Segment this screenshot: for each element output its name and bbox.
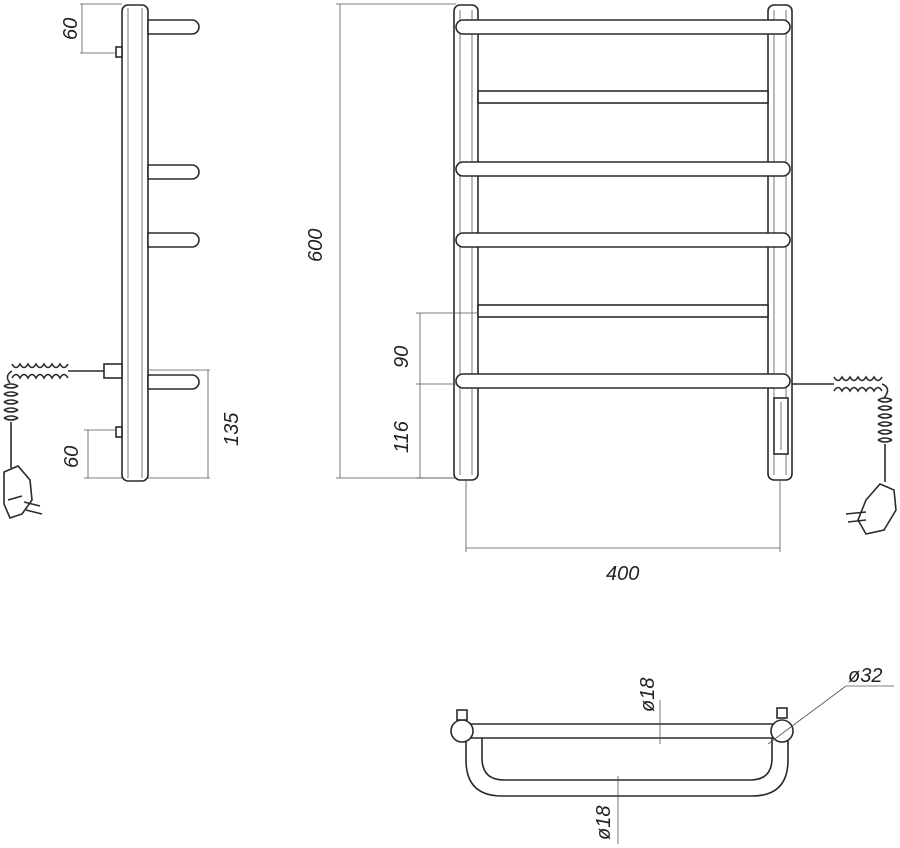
dim-label-bottom-offset: 116: [391, 420, 413, 453]
front-dim-width: 400: [465, 480, 781, 585]
front-view-bar: [455, 19, 791, 35]
front-view-power-cord: [792, 375, 897, 535]
dim-label-pipe-diameter-side: ø32: [848, 665, 882, 687]
front-dim-bar-spacing: 90: [391, 312, 478, 385]
side-view-riser: [121, 4, 149, 482]
top-view-straight-bar: [461, 723, 793, 739]
front-view-bar: [455, 161, 791, 177]
dim-label-lower-offset: 60: [61, 446, 83, 468]
top-view-right-mount: [776, 707, 788, 719]
side-view-bar-stub: [147, 19, 200, 35]
side-dim-projection: 135: [148, 369, 243, 479]
dim-label-bar-spacing: 90: [391, 346, 413, 368]
front-view-bar: [455, 373, 791, 389]
dim-label-projection: 135: [221, 412, 243, 446]
side-view-plug: [3, 465, 33, 519]
side-view-bar-stub: [147, 232, 200, 248]
side-view-power-cord: [3, 362, 104, 519]
dim-label-width: 400: [606, 563, 639, 585]
front-view-bars: [455, 19, 791, 389]
front-view: 600 90 116 400: [305, 3, 897, 585]
side-view-heater-junction: [103, 363, 123, 379]
side-view-bar-stub: [147, 374, 200, 390]
dim-label-pipe-diameter-bottom: ø18: [593, 806, 615, 840]
front-view-bar: [455, 232, 791, 248]
top-view-left-riser-cap: [450, 719, 474, 743]
front-dim-height: 600: [305, 3, 456, 479]
front-view-plug: [857, 483, 897, 535]
side-view: 60 60 135: [3, 3, 243, 519]
side-dim-top-offset: 60: [60, 3, 122, 54]
side-view-wall-mount: [115, 426, 123, 438]
front-view-bar: [477, 304, 769, 318]
front-view-bar: [477, 90, 769, 104]
top-view-left-mount: [456, 709, 468, 721]
top-view: ø18 ø18 ø32: [450, 665, 894, 844]
side-view-bar-stub: [147, 164, 200, 180]
side-view-bar-stubs: [147, 19, 200, 390]
side-view-wall-mount: [115, 46, 123, 58]
side-dim-lower-offset: 60: [61, 429, 122, 479]
dim-label-top-offset: 60: [60, 18, 82, 40]
front-dim-bottom-offset: 116: [391, 384, 456, 479]
dim-label-pipe-diameter-top: ø18: [637, 678, 659, 712]
top-view-right-riser-cap: [770, 719, 794, 743]
dim-label-height: 600: [305, 229, 327, 262]
top-view-bar-outline: [465, 724, 789, 797]
